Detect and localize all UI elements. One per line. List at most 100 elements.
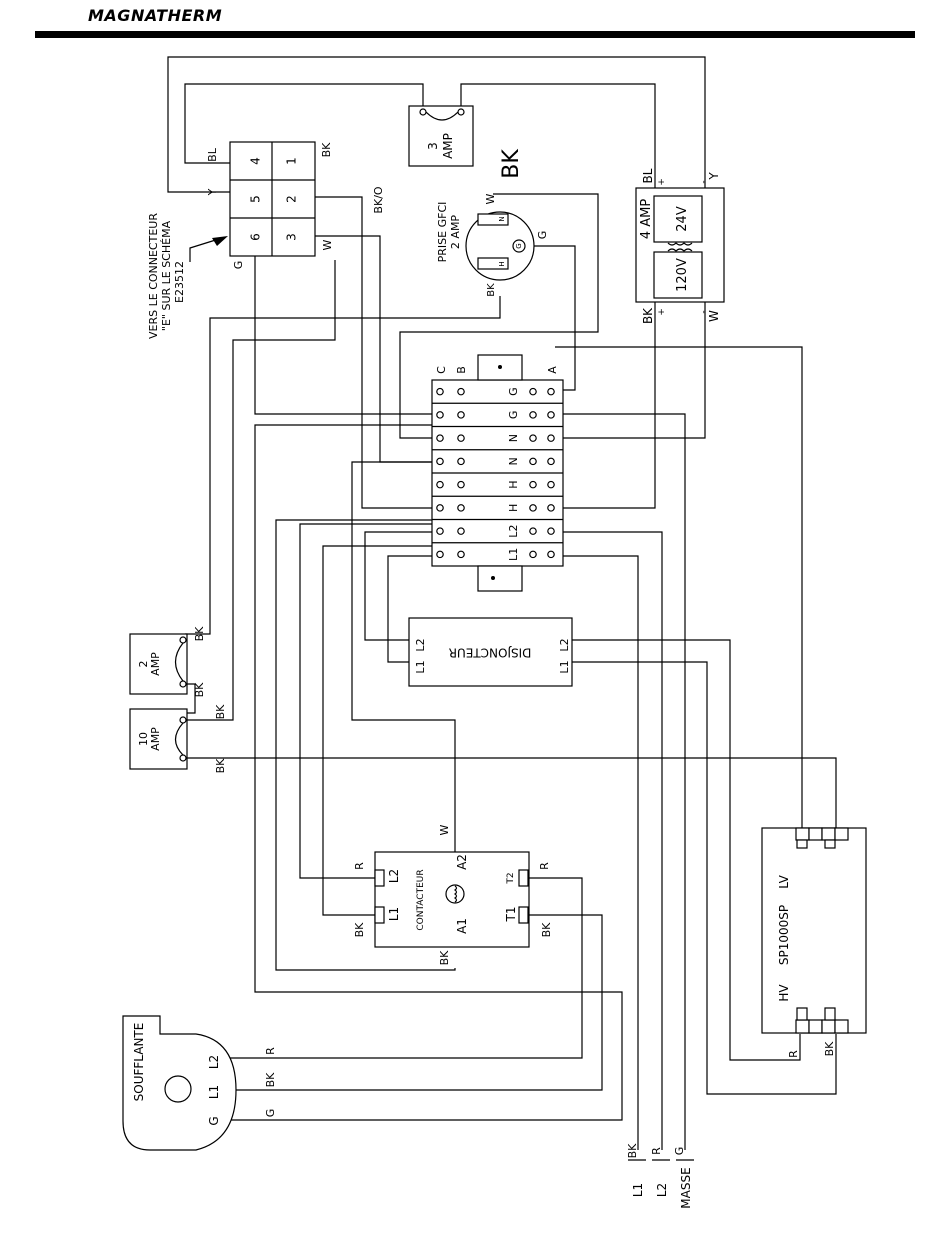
transformer-120v: 120V	[675, 258, 690, 292]
relay-pin-3: 3	[285, 233, 299, 241]
block-terminal	[547, 480, 555, 489]
breaker-l1-right: L1	[558, 660, 571, 673]
gfci-h-label: H	[498, 261, 506, 266]
transformer-bk: BK	[641, 307, 655, 324]
block-terminal	[436, 550, 444, 559]
block-terminal	[529, 527, 537, 535]
transformer-plus-bottom: +	[657, 308, 667, 316]
sp1000-bk: BK	[823, 1041, 836, 1057]
sp1000-r: R	[787, 1050, 800, 1058]
relay-pin-1: 1	[285, 157, 299, 165]
block-terminal	[436, 434, 444, 442]
gfci-g-inner: G	[515, 243, 523, 248]
contactor: CONTACTEUR L2 L1 A2 A1 T2 T1 W R BK BK R…	[353, 824, 553, 965]
sp1000-lv: LV	[777, 874, 791, 888]
block-row-label: G	[507, 411, 520, 420]
block-terminal	[547, 504, 555, 512]
gfci-title: PRISE GFCI	[436, 202, 449, 263]
breaker-l2-right: L2	[558, 638, 571, 651]
fuse-2amp-bk-top: BK	[193, 626, 206, 642]
block-terminal	[436, 457, 444, 466]
fuse-10amp-bk-bottom: BK	[214, 758, 227, 774]
blower-r: R	[264, 1047, 277, 1055]
sp1000-hv: HV	[777, 984, 791, 1002]
fuse-3amp-value: 3	[426, 142, 440, 150]
breaker-l1-left: L1	[414, 660, 427, 673]
gfci-bk: BK	[486, 283, 497, 297]
transformer: 4 AMP 24V 120V BL Y BK W + - + -	[635, 168, 725, 324]
block-terminal	[457, 411, 465, 419]
contactor-title: CONTACTEUR	[416, 869, 426, 930]
fuse-10amp-unit: AMP	[149, 727, 162, 751]
block-terminal	[457, 480, 465, 489]
fuse-3amp-unit: AMP	[441, 133, 455, 159]
blower: SOUFFLANTE L2 L1 G R BK G	[122, 1015, 277, 1151]
block-row-label: H	[507, 504, 520, 512]
connector-note-line3: E23512	[173, 261, 186, 303]
blower-g-wire: G	[264, 1109, 277, 1118]
block-row-label: L1	[507, 548, 520, 561]
sp1000sp-module: SP1000SP LV HV R BK	[761, 827, 867, 1058]
contactor-t2: T2	[506, 872, 516, 884]
fuse-2amp: 2 AMP BK BK	[129, 626, 206, 697]
contactor-w: W	[438, 824, 451, 835]
block-terminal	[547, 527, 555, 535]
fuse-2amp-value: 2	[137, 661, 150, 668]
block-terminal	[436, 527, 444, 535]
relay-pin-4: 4	[249, 157, 263, 165]
transformer-bl: BL	[641, 168, 655, 183]
block-terminal	[529, 504, 537, 512]
block-terminal	[457, 550, 465, 559]
fuse-3amp: 3 AMP	[408, 105, 474, 167]
contactor-a2: A2	[455, 854, 469, 870]
gfci-outlet: BK N H G W G BK PRISE GFCI 2 AMP	[436, 149, 549, 297]
transformer-fuse: 4 AMP	[639, 199, 654, 240]
block-terminal	[457, 434, 465, 442]
supply-masse: MASSE	[679, 1167, 693, 1208]
contactor-r-right: R	[538, 862, 551, 870]
transformer-w: W	[707, 310, 721, 322]
block-terminal	[529, 387, 537, 396]
supply-r: R	[650, 1147, 663, 1155]
contactor-a1: A1	[455, 918, 469, 934]
block-label-a: A	[546, 366, 559, 374]
contactor-l2: L2	[387, 869, 401, 883]
supply-l2: L2	[655, 1183, 669, 1197]
supply-l1: L1	[631, 1183, 645, 1197]
connector-note-line1: VERS LE CONNECTEUR	[147, 213, 160, 339]
breaker: DISJONCTEUR L2 L1 L2 L1	[408, 617, 573, 687]
block-terminal	[547, 411, 555, 419]
contactor-r-left: R	[353, 862, 366, 870]
relay-connector: 4 5 6 1 2 3 BL Y G BK BK/O W	[206, 141, 385, 270]
header-rule	[35, 31, 915, 38]
contactor-bk-bottom: BK	[438, 950, 451, 966]
blower-hub-icon	[164, 1075, 192, 1103]
block-terminal	[436, 480, 444, 489]
fuse-2amp-unit: AMP	[149, 652, 162, 676]
transformer-y: Y	[707, 172, 721, 181]
relay-label-y: Y	[206, 188, 219, 196]
relay-label-bl: BL	[206, 147, 219, 162]
block-terminal	[547, 457, 555, 466]
contactor-t1: T1	[504, 907, 518, 923]
contactor-bk-left: BK	[353, 922, 366, 938]
brand-logo: MAGNATHERM	[88, 6, 223, 25]
transformer-plus-top: +	[657, 178, 667, 186]
blower-title: SOUFFLANTE	[132, 1023, 146, 1102]
connector-note-line2: "E" SUR LE SCHÉMA	[160, 220, 173, 331]
gfci-rating: 2 AMP	[449, 215, 462, 250]
block-terminal	[547, 434, 555, 442]
blower-l2: L2	[207, 1055, 221, 1069]
transformer-minus-top: -	[699, 180, 709, 183]
blower-bk: BK	[264, 1072, 277, 1088]
arrow-icon	[212, 236, 228, 246]
breaker-l2-left: L2	[414, 638, 427, 651]
sp1000-title: SP1000SP	[777, 905, 791, 965]
supply-bk: BK	[626, 1143, 639, 1159]
relay-pin-6: 6	[249, 233, 263, 241]
block-terminal	[547, 550, 555, 559]
connector-note: VERS LE CONNECTEUR "E" SUR LE SCHÉMA E23…	[147, 213, 228, 339]
relay-label-w: W	[321, 239, 334, 250]
relay-label-g: G	[232, 261, 245, 270]
